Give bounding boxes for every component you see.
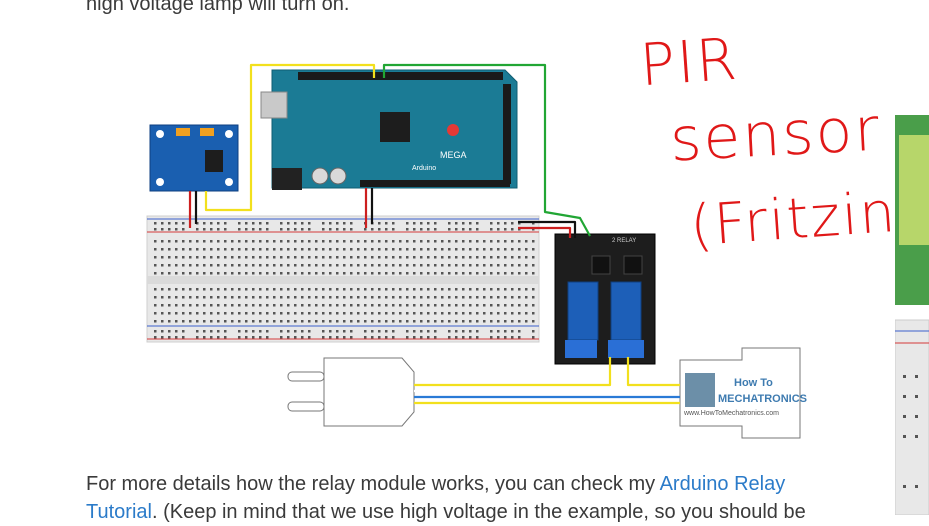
paragraph-text: . (Keep in mind that we use high voltage… xyxy=(151,501,806,523)
power-jack xyxy=(272,168,302,190)
board-sublabel: Arduino xyxy=(412,165,436,172)
watermark-url: www.HowToMechatronics.com xyxy=(683,410,779,417)
paragraph-text: For more details how the relay module wo… xyxy=(86,473,660,495)
lamp-socket xyxy=(679,347,801,439)
relay-label: 2 RELAY xyxy=(612,238,636,244)
relay-coil-1 xyxy=(567,281,599,341)
howtomechatronics-watermark: How To MECHATRONICS www.HowToMechatronic… xyxy=(683,373,807,417)
arduino-mega-board: MEGA Arduino xyxy=(260,69,518,190)
article-paragraph-bottom: For more details how the relay module wo… xyxy=(86,470,785,498)
pir-sensor xyxy=(149,124,239,192)
tutorial-link[interactable]: Tutorial xyxy=(86,501,152,523)
annotation-pir: PIR xyxy=(637,24,741,100)
article-paragraph-top: high voltage lamp will turn on. xyxy=(86,0,349,18)
relay-module: 2 RELAY xyxy=(554,233,656,365)
board-label: MEGA xyxy=(440,150,467,160)
annotation-sensor: sensor xyxy=(668,94,883,176)
relay-coil-2 xyxy=(610,281,642,341)
article-paragraph-bottom-line2: Tutorial. (Keep in mind that we use high… xyxy=(86,498,806,526)
wiring-diagram: MEGA Arduino 2 RELAY xyxy=(146,63,807,439)
watermark-line1: How To xyxy=(734,377,773,389)
breadboard xyxy=(146,215,540,343)
usb-port xyxy=(260,91,288,119)
paragraph-text: high voltage lamp will turn on. xyxy=(86,0,350,15)
wires xyxy=(188,63,680,405)
watermark-line2: MECHATRONICS xyxy=(718,393,807,405)
power-plug xyxy=(287,357,415,427)
side-image-thumbnail[interactable] xyxy=(894,115,929,516)
arduino-relay-link[interactable]: Arduino Relay xyxy=(659,473,786,495)
reset-button xyxy=(447,124,459,136)
microcontroller-chip xyxy=(380,112,410,142)
